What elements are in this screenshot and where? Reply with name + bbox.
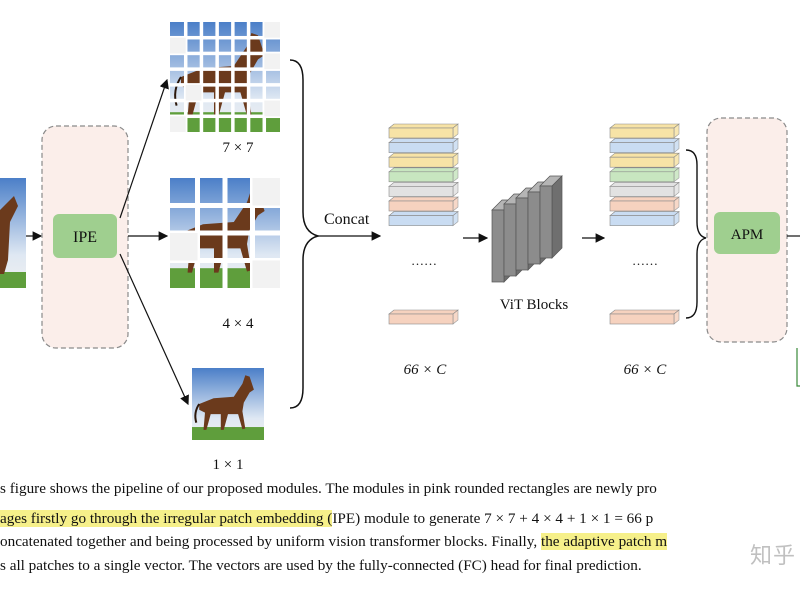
token-vector [609,171,675,183]
caption-highlight-ipe: ages firstly go through the irregular pa… [0,510,333,527]
token-top [388,123,459,129]
vit-block [539,185,553,259]
masked-patch [264,22,280,38]
arrow-to-1x1 [119,253,189,406]
token-vector [609,215,675,226]
token-vector [388,215,454,226]
token-top [609,123,680,129]
patch-gap-v [250,178,255,288]
patch-gap-h [170,35,280,40]
token-top [388,196,459,202]
apm-brace [685,149,707,319]
vit-block [527,191,541,265]
concat-label: Concat [324,211,370,228]
ipe-label: IPE [73,229,97,246]
token-stack-2 [609,123,680,325]
patch-gap-h [170,230,280,236]
token-vector [388,200,454,212]
caption-line-3: oncatenated together and being processed… [0,533,668,550]
grid-label-1x1: 1 × 1 [213,457,244,470]
token-top [609,196,680,202]
masked-patch [170,233,198,261]
token-vector [609,156,675,168]
ellipsis-1: …… [411,253,437,268]
token-vector [388,171,454,183]
patch-gap-v [246,22,251,132]
horse-tail [194,403,201,423]
vit-blocks [491,175,563,283]
caption-highlight-apm: the adaptive patch m [540,533,668,550]
masked-patch [170,37,186,54]
token-top [609,211,680,216]
token-top [388,152,459,158]
input-horse-image [0,178,26,288]
token-vector [388,142,454,153]
caption-line-1: s figure shows the pipeline of our propo… [0,480,657,497]
patch-gap-v [215,22,219,132]
ellipsis-2: …… [632,253,658,268]
vit-block [515,197,529,271]
patch-gap-h [170,258,280,263]
token-top [388,167,459,173]
apm-label: APM [731,227,764,243]
token-vector [609,186,675,197]
patch-gap-h [170,98,280,103]
vit-block-side [551,175,563,259]
token-top [609,309,680,315]
vit-label: ViT Blocks [500,297,569,313]
apm-block [714,212,780,254]
patch-gap-h [170,83,280,87]
patch-gap-v [199,22,204,132]
token-top [609,182,680,187]
token-top [609,167,680,173]
arrow-to-7x7 [119,78,169,219]
patch-gap-v [183,22,188,132]
size-label-1: 66 × C [404,362,448,378]
grid-label-4x4: 4 × 4 [223,316,254,332]
patch-grid-1x1 [192,368,264,440]
token-stack-1 [388,123,459,325]
masked-patch [264,100,280,117]
token-vector [609,200,675,212]
masked-patch [170,116,186,132]
masked-patch [252,260,280,288]
concat-brace [289,59,321,409]
watermark-logo: 知乎 [749,544,796,569]
horse-tail [174,76,182,106]
token-vector [388,127,454,139]
token-vector [609,313,675,325]
token-top [388,309,459,315]
ipe-block [53,214,117,258]
grid-label-7x7: 7 × 7 [223,140,254,156]
horse-silhouette [199,375,254,430]
vit-block [503,203,517,277]
pipeline-figure: IPE 7 × 7 4 × 4 1 × 1 Concat …… 66 × C V… [0,22,800,470]
token-top [609,152,680,158]
patch-gap-h [170,114,280,119]
patch-gap-h [170,67,280,71]
caption-line-4: s all patches to a single vector. The ve… [0,557,642,574]
figure-caption: s figure shows the pipeline of our propo… [0,478,800,600]
token-vector [609,127,675,139]
token-vector [388,313,454,325]
output-edge [796,348,800,387]
patch-gap-v [231,22,235,132]
token-top [388,138,459,143]
token-top [609,138,680,143]
token-vector [609,142,675,153]
token-vector [388,186,454,197]
patch-grid-4x4 [170,178,280,288]
masked-patch [252,178,280,206]
patch-gap-v [262,22,267,132]
size-label-2: 66 × C [624,362,668,378]
patch-gap-h [170,51,280,56]
token-vector [388,156,454,168]
patch-grid-7x7 [170,22,280,132]
masked-patch [185,84,202,101]
token-top [388,211,459,216]
masked-patch [264,53,280,70]
vit-block [491,209,505,283]
token-top [388,182,459,187]
caption-line-2: ages firstly go through the irregular pa… [0,510,654,527]
